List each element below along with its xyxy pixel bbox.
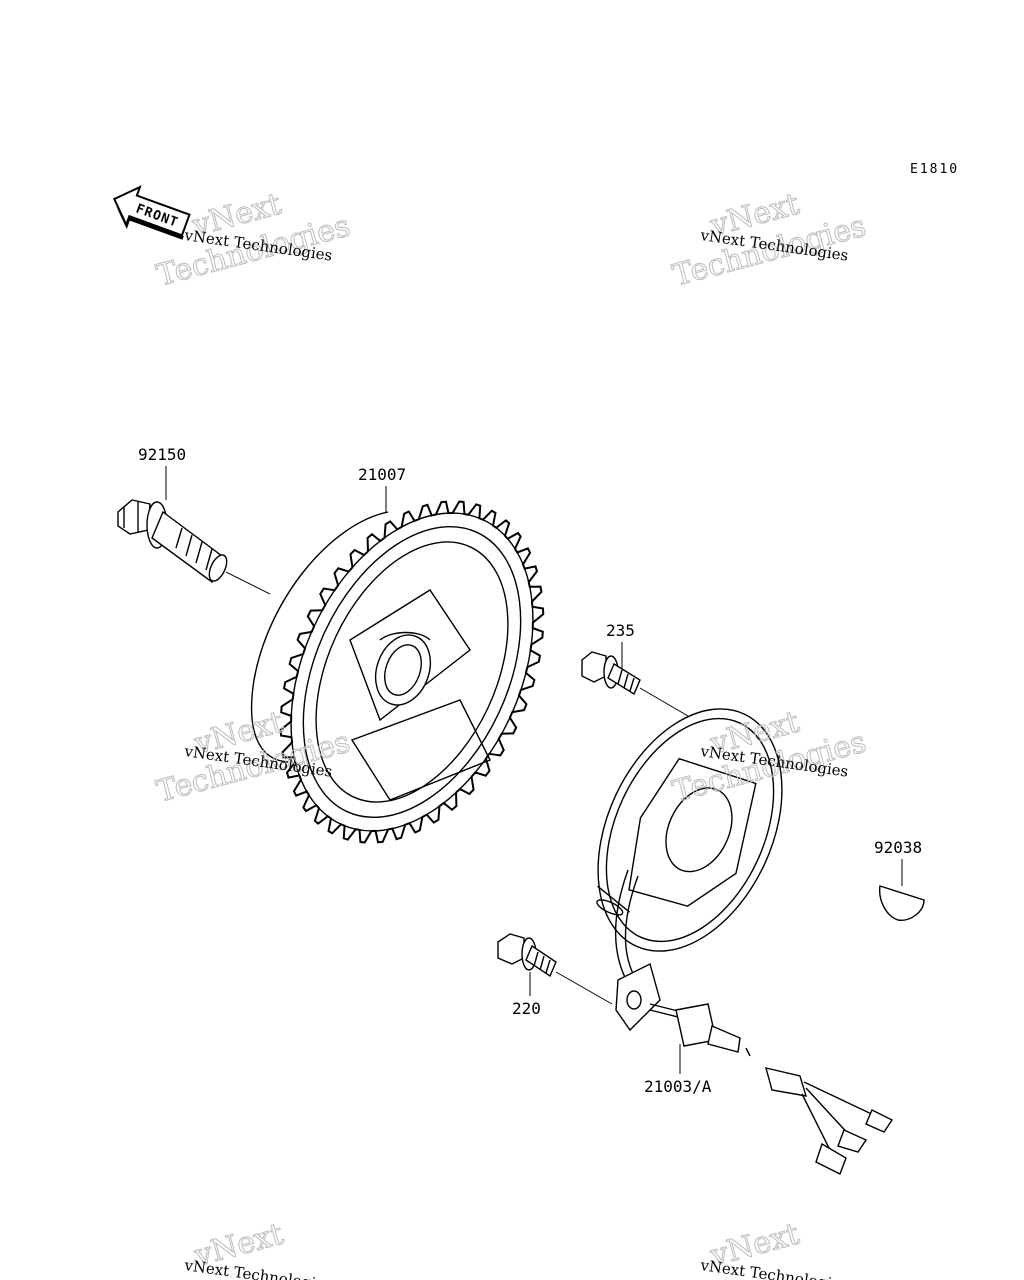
bolt-220-icon [497, 933, 557, 978]
callout-235: 235 [606, 621, 635, 668]
callout-92150: 92150 [138, 445, 186, 500]
part-label-21007: 21007 [358, 465, 406, 484]
callout-21003A: 21003/A [644, 1044, 712, 1096]
part-label-21003A: 21003/A [644, 1077, 712, 1096]
callout-92038: 92038 [874, 838, 922, 886]
key-92038-icon [879, 885, 925, 921]
watermark-top-left: vNext Technologies vNext Technologies [153, 186, 355, 294]
bolt-92150-icon [117, 499, 228, 584]
stator-21003A-icon [596, 708, 894, 1175]
bolt-235-icon [581, 651, 641, 696]
watermark-small: vNext Technologies [698, 1256, 849, 1280]
callout-21007: 21007 [358, 465, 406, 512]
callout-220: 220 [512, 972, 541, 1018]
diagram-code: E1810 [910, 162, 959, 177]
part-label-92150: 92150 [138, 445, 186, 464]
part-label-220: 220 [512, 999, 541, 1018]
part-label-92038: 92038 [874, 838, 922, 857]
watermark-top-right: vNext Technologies vNext Technologies [669, 186, 871, 294]
front-arrow-icon: FRONT [112, 185, 191, 240]
flywheel-21007-icon [250, 500, 545, 844]
watermark-bottom-right: vNext vNext Technologies [698, 1216, 849, 1280]
watermark-small: vNext Technologies [182, 1256, 333, 1280]
watermark-bottom-left: vNext vNext Technologies [182, 1216, 333, 1280]
part-label-235: 235 [606, 621, 635, 640]
